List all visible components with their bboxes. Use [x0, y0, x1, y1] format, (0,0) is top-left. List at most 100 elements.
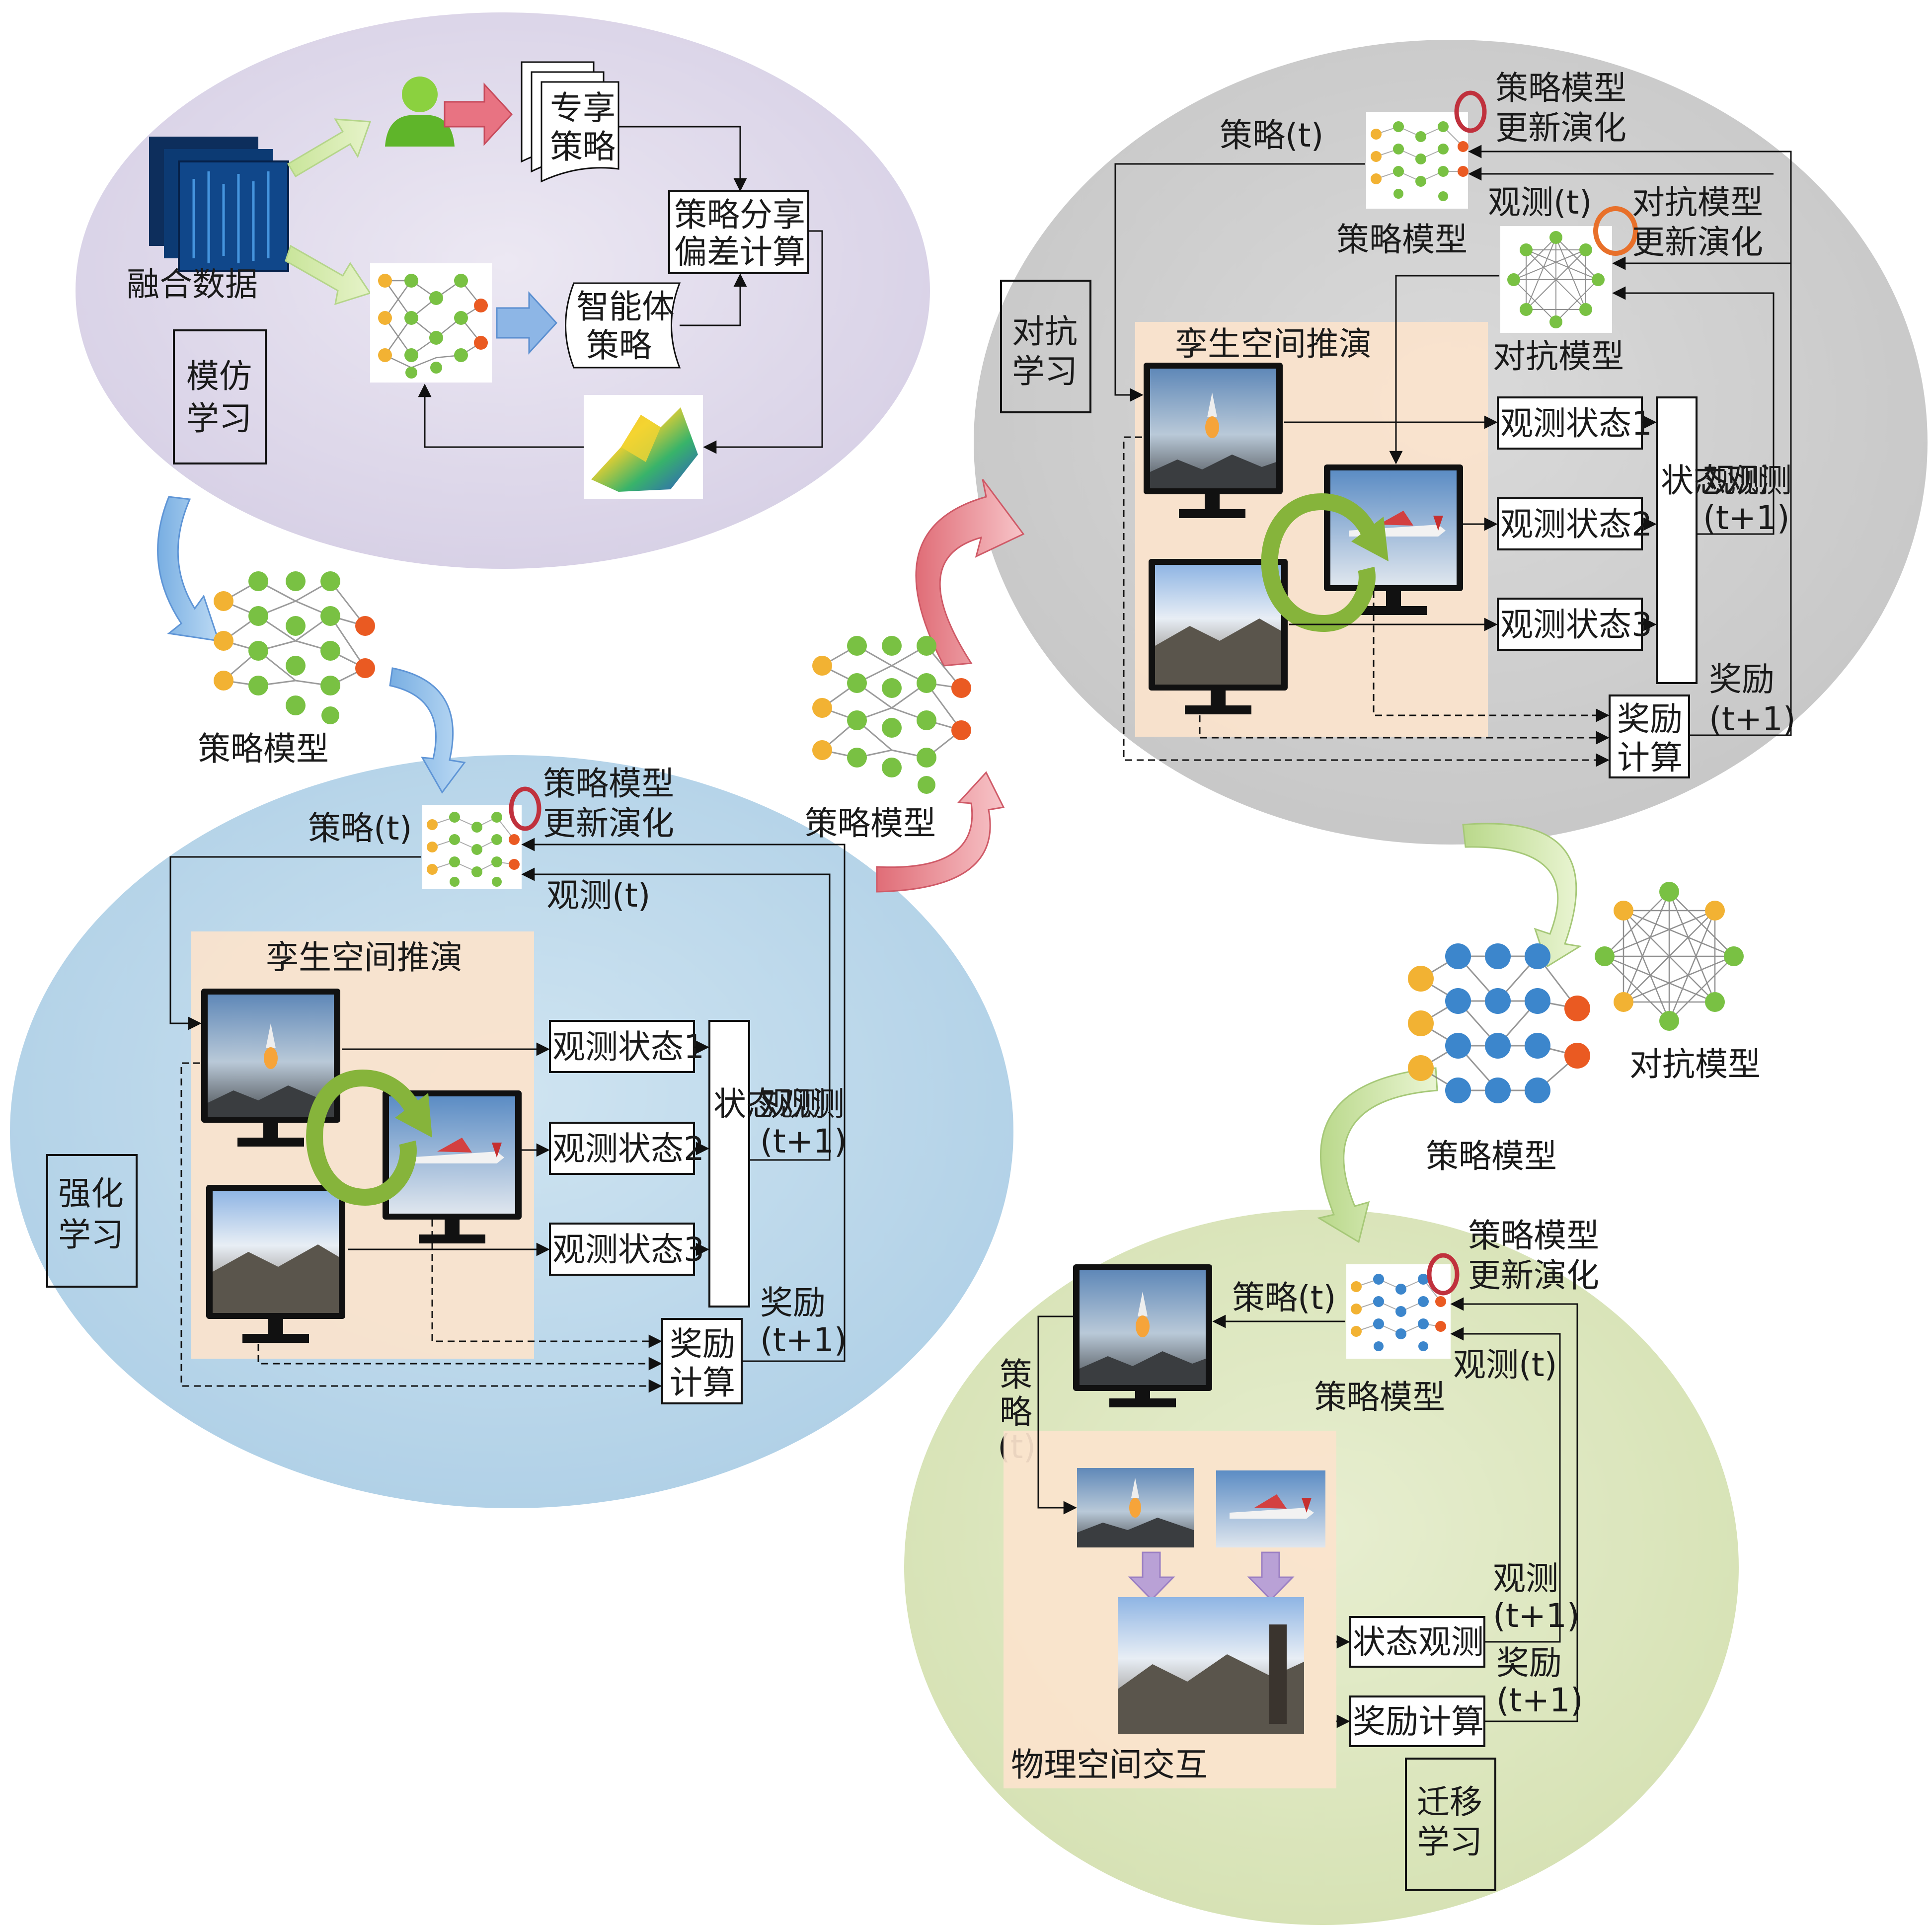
transfer-policy-model-sub-label: 策略模型: [1314, 1378, 1445, 1416]
transfer-reward-t1-label-2: (t+1): [1496, 1681, 1583, 1719]
adv-policy-update-label: 策略模型: [1495, 69, 1626, 107]
reinforce-obs-state-3-box[interactable]: [549, 1223, 695, 1276]
adv-adversary-update-ring-icon: [1593, 206, 1638, 256]
adv-reward-calc-label-2: 计算: [1617, 739, 1683, 777]
adv-adversary-update-label-2: 更新演化: [1632, 223, 1763, 261]
flow-arrow-to-adversarial: [915, 479, 1025, 667]
agent-policy-shape: [565, 282, 681, 369]
error-surface-plot: [584, 395, 703, 499]
policy-model-label-left: 策略模型: [198, 730, 329, 768]
adv-connector-observe-loop: [1612, 286, 1775, 535]
transfer-reward-t1-label: 奖励: [1496, 1644, 1562, 1682]
transfer-stage-label: 迁移: [1417, 1783, 1482, 1821]
fused-data-label: 融合数据: [127, 265, 258, 304]
adv-monitor-rocket: [1144, 363, 1283, 518]
adv-observe-t1-label-2: (t+1): [1703, 499, 1790, 537]
adv-reward-t1-label: 奖励: [1709, 660, 1775, 698]
reinforce-stage-label: 强化: [58, 1174, 124, 1213]
reinforce-reward-t1-label-2: (t+1): [760, 1321, 847, 1359]
flow-arrow-adversarial-to-models: [1462, 823, 1582, 968]
reinforce-monitor-rocket: [201, 989, 340, 1147]
reinforce-connector-reward-loop: [521, 838, 846, 1362]
transfer-adversary-network: [1595, 882, 1744, 1031]
imitation-stage-label-2: 学习: [186, 399, 252, 438]
adv-policy-t-label: 策略(t): [1220, 116, 1323, 154]
imitation-policy-network: [370, 263, 492, 383]
reinforce-reward-calc-label-2: 计算: [670, 1364, 735, 1402]
reinforce-obs-state-3-label: 观测状态3: [552, 1231, 704, 1269]
adv-state-observe-box[interactable]: [1656, 396, 1698, 684]
adv-obs-state-2-label: 观测状态2: [1500, 505, 1652, 543]
adv-policy-update-ring-icon: [1454, 90, 1487, 133]
physical-aircraft-photo: [1216, 1470, 1325, 1547]
transfer-observe-t1-label: 观测: [1493, 1559, 1558, 1598]
reinforce-obs-state-1-box[interactable]: [549, 1020, 695, 1073]
transfer-observe-t1-label-2: (t+1): [1493, 1597, 1580, 1635]
purple-arrow-left: [1128, 1551, 1175, 1601]
connector-surface-to-network: [418, 384, 584, 448]
adv-obs-state-3-box[interactable]: [1497, 598, 1643, 651]
policy-model-label-middle: 策略模型: [805, 804, 936, 843]
reinforce-cycle-icon: [306, 1069, 432, 1206]
adv-twin-title: 孪生空间推演: [1175, 325, 1372, 363]
adv-dashed-m2-reward: [1373, 591, 1610, 722]
transfer-policy-model-label: 策略模型: [1426, 1137, 1557, 1175]
reinforce-observe-t1-label: 观测: [760, 1085, 826, 1123]
adv-reward-calc-box[interactable]: [1609, 694, 1690, 778]
deviation-calc-label-2: 偏差计算: [674, 233, 805, 271]
adv-observe-t1-label: 观测: [1703, 462, 1769, 500]
deviation-calc-label: 策略分享: [674, 196, 805, 234]
reinforce-obs-state-2-label: 观测状态2: [552, 1130, 704, 1168]
reinforce-monitor-terrain: [206, 1185, 345, 1343]
adv-monitor-terrain: [1149, 559, 1288, 714]
adv-obs-state-2-box[interactable]: [1497, 497, 1643, 550]
transfer-reward-calc-box[interactable]: [1349, 1695, 1485, 1747]
reinforce-observe-t-label: 观测(t): [546, 876, 650, 915]
transfer-update-label-2: 更新演化: [1468, 1256, 1599, 1295]
arrow-data-to-network: [285, 244, 372, 306]
adv-connector-reward-loop: [1468, 145, 1792, 736]
reinforce-twin-title: 孪生空间推演: [266, 938, 463, 977]
transfer-observe-t-label: 观测(t): [1453, 1346, 1557, 1384]
adv-cycle-icon: [1261, 493, 1389, 632]
transfer-monitor-rocket: [1073, 1264, 1212, 1407]
transfer-policy-network-blue: [1408, 943, 1590, 1103]
reinforce-stage-label-2: 学习: [58, 1216, 124, 1254]
reinforce-observe-t1-label-2: (t+1): [760, 1122, 847, 1160]
adv-obs-state-3-label: 观测状态3: [1500, 606, 1652, 644]
adv-state-observe-label: 状态观测: [1661, 462, 1792, 500]
purple-arrow-right: [1247, 1551, 1295, 1601]
connector-deviation-to-surface: [703, 230, 823, 454]
deviation-calc-box: [668, 190, 809, 274]
reinforce-state-observe-box[interactable]: [708, 1020, 750, 1308]
reinforce-update-label: 策略模型: [543, 765, 674, 803]
flow-arrow-imitation-to-policy: [157, 496, 220, 642]
expert-policy-document: [521, 61, 619, 183]
reinforce-connector-policy-to-monitor: [169, 856, 421, 1030]
fused-data-icon: [149, 137, 289, 272]
physical-space-title: 物理空间交互: [1011, 1746, 1208, 1784]
transfer-state-observe-label: 状态观测: [1353, 1623, 1484, 1661]
reinforce-stage-box: [46, 1154, 138, 1288]
adv-monitor-aircraft: [1324, 464, 1463, 615]
reinforce-reward-t1-label: 奖励: [760, 1284, 826, 1322]
transfer-reward-calc-label: 奖励计算: [1353, 1702, 1484, 1741]
transfer-connector-observe-loop: [1450, 1327, 1561, 1643]
reinforce-reward-calc-label: 奖励: [670, 1325, 735, 1363]
reinforce-obs-state-2-box[interactable]: [549, 1122, 695, 1175]
reinforce-obs-state-1-label: 观测状态1: [552, 1028, 704, 1066]
adv-reward-t1-label-2: (t+1): [1709, 700, 1796, 738]
transfer-policy-network: [1346, 1264, 1451, 1359]
adv-dashed-m1-reward: [1123, 436, 1610, 767]
transfer-stage-label-2: 学习: [1417, 1823, 1482, 1861]
adv-connector-adversary-to-aircraft: [1389, 275, 1499, 464]
expert-policy-label-2: 策略: [550, 128, 616, 166]
adv-obs-state-1-label: 观测状态1: [1500, 404, 1652, 443]
agent-policy-label: 智能体: [576, 288, 675, 326]
adv-policy-update-label-2: 更新演化: [1495, 109, 1626, 147]
transfer-connector-policy-to-physical: [1037, 1315, 1077, 1515]
flow-arrow-reinforce-to-middle: [876, 771, 1005, 893]
reinforce-update-ring-icon: [509, 786, 541, 831]
expert-policy-label: 专享: [550, 89, 616, 127]
